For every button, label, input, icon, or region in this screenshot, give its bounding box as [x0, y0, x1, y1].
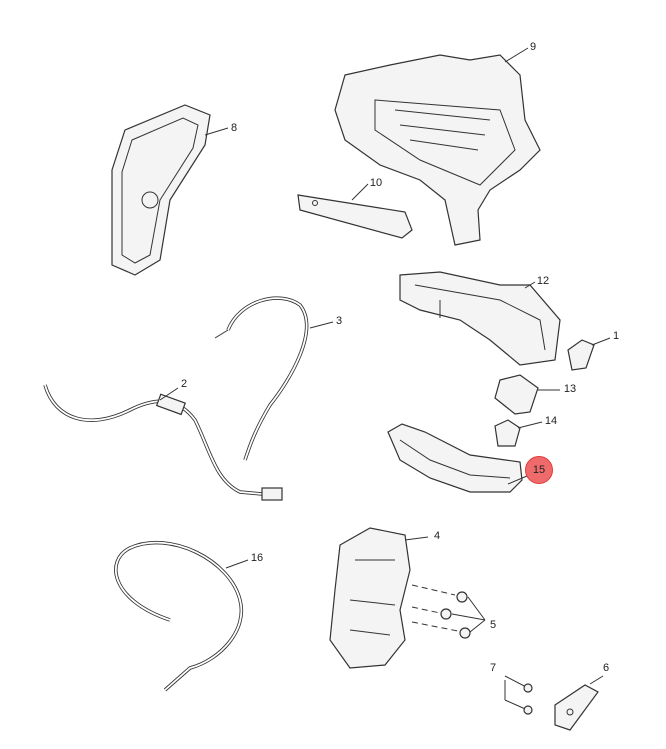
part-3-cable[interactable]: [214, 296, 334, 461]
part-16-cable[interactable]: [114, 540, 249, 692]
callout-8[interactable]: 8: [230, 122, 238, 134]
callout-12[interactable]: 12: [536, 275, 550, 287]
callout-3[interactable]: 3: [335, 315, 343, 327]
part-15-outside-handle[interactable]: [387, 423, 528, 493]
callout-2[interactable]: 2: [180, 378, 188, 390]
part-9-handle-frame[interactable]: [334, 47, 541, 246]
callout-14[interactable]: 14: [544, 415, 558, 427]
part-14-cap[interactable]: [494, 419, 543, 447]
part-7-bolts[interactable]: [504, 675, 533, 715]
callout-7[interactable]: 7: [489, 662, 497, 674]
callout-1[interactable]: 1: [612, 330, 620, 342]
callout-10[interactable]: 10: [369, 177, 383, 189]
callout-4[interactable]: 4: [433, 530, 441, 542]
part-13-bezel[interactable]: [494, 374, 560, 415]
part-12-handle-bracket[interactable]: [399, 271, 561, 366]
part-6-striker-plate[interactable]: [554, 675, 604, 731]
callout-13[interactable]: 13: [563, 383, 577, 395]
callout-6[interactable]: 6: [602, 662, 610, 674]
callout-9[interactable]: 9: [529, 41, 537, 53]
callout-15-highlighted[interactable]: 15: [525, 456, 553, 484]
callout-16[interactable]: 16: [250, 552, 264, 564]
part-5-screws[interactable]: [411, 584, 486, 639]
part-10-cover-plate[interactable]: [297, 183, 413, 239]
callout-5[interactable]: 5: [489, 619, 497, 631]
part-4-door-latch[interactable]: [329, 527, 429, 669]
part-8-gasket[interactable]: [111, 104, 229, 276]
part-2-cable[interactable]: [43, 384, 283, 501]
part-1-cap[interactable]: [567, 337, 611, 371]
